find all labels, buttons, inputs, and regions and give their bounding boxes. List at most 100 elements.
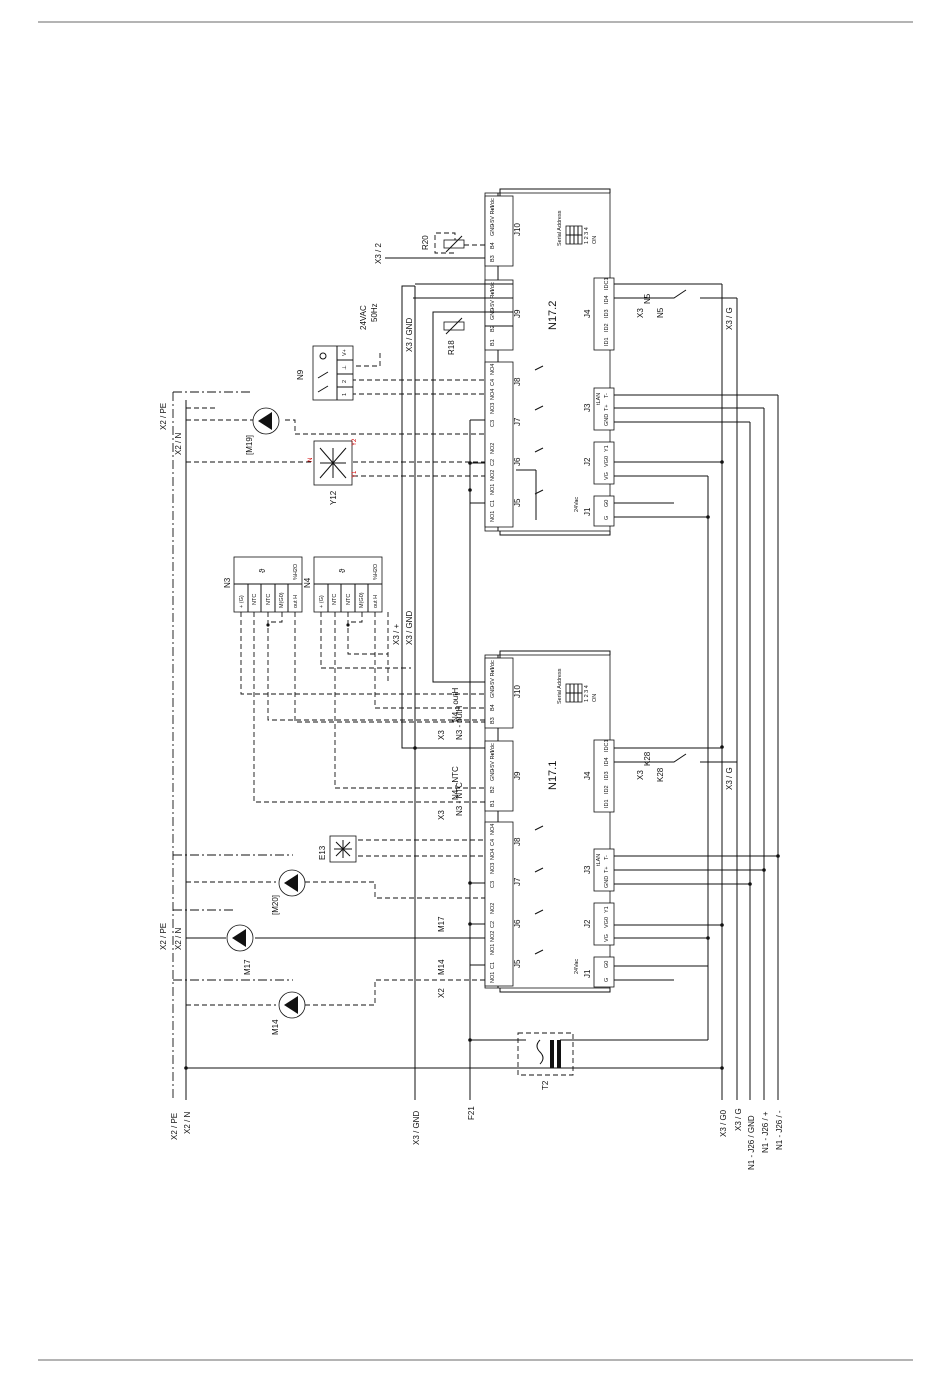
connector-label: J3: [583, 865, 592, 874]
pin: GND: [490, 769, 496, 781]
terminal-label: X3 / GND: [412, 1111, 421, 1145]
vac-label: 24Vac: [574, 959, 580, 974]
pin: B2: [490, 325, 496, 332]
pin: G: [604, 978, 610, 982]
pin: ID4: [604, 295, 610, 304]
x3-gnd-top: X3 / GND: [405, 318, 414, 352]
connector-label: J5: [513, 959, 522, 968]
n4-pin: NTC: [346, 594, 352, 605]
x3-g-mid: X3 / G: [725, 767, 734, 790]
label-m17: M17: [243, 959, 252, 975]
connector-label: J1: [583, 969, 592, 978]
pin: +Vdc: [490, 743, 496, 756]
n3-pin: NTC: [252, 594, 258, 605]
pin: C2: [490, 459, 496, 466]
n3-rh: %H2O: [293, 563, 299, 580]
pin: NO4: [490, 849, 496, 860]
pin: ID1: [604, 799, 610, 808]
valve-y12: [313, 440, 353, 486]
pin: NO2: [490, 470, 496, 481]
pin: +5V Ref: [490, 751, 496, 771]
pin: C3: [490, 420, 496, 427]
resistor-r20: [443, 235, 465, 253]
pin: +Vdc: [490, 660, 496, 673]
connector-label: J1: [583, 507, 592, 516]
pin: B3: [490, 717, 496, 724]
x3-plus: X3 / +: [392, 624, 401, 645]
terminal-label: X3 / G0: [719, 1109, 728, 1137]
pin: ID2: [604, 323, 610, 332]
pin: B2: [490, 786, 496, 793]
controller-n17-1: [484, 654, 615, 989]
label-n9: N9: [296, 369, 305, 380]
label-m19: [M19]: [245, 435, 254, 455]
connector-label: J7: [513, 877, 522, 886]
pin: NO2: [490, 903, 496, 914]
pin: NO3: [490, 403, 496, 414]
pin: G0: [604, 961, 610, 968]
terminal-label: N1 - J26 / GND: [747, 1115, 756, 1170]
pin: IDC1: [604, 277, 610, 290]
terminal-label: X3 / G: [734, 1108, 743, 1131]
pin: ID2: [604, 785, 610, 794]
x3-n5: X3: [636, 308, 645, 318]
n4-sym: ϑ: [338, 568, 347, 573]
serial-nums: 1 2 3 4: [584, 227, 590, 244]
connector-label: J6: [513, 457, 522, 466]
actuator-wires: [173, 352, 722, 1069]
label-r18: R18: [447, 340, 456, 355]
pin: NO4: [490, 364, 496, 375]
connector-label: J4: [583, 309, 592, 318]
pin: +5V Ref: [490, 206, 496, 226]
connector-label: J7: [513, 417, 522, 426]
pin: NO1: [490, 511, 496, 522]
n4-pin: NTC: [332, 594, 338, 605]
wires-bottom: [401, 285, 778, 993]
pin: ID1: [604, 337, 610, 346]
resistor-r18: [443, 317, 465, 335]
connector-label: J3: [583, 403, 592, 412]
pin: VG0: [604, 917, 610, 928]
x3-outh: X3: [437, 730, 446, 740]
pin: VG: [604, 934, 610, 942]
vac-label: 24Vac: [574, 497, 580, 512]
controller-n17-2: [484, 192, 615, 532]
pin: C4: [490, 839, 496, 846]
pin: T-: [604, 855, 610, 860]
x3-g-top: X3 / G: [725, 307, 734, 330]
n3-sym: ϑ: [258, 568, 267, 573]
k28-b: K28: [656, 767, 665, 782]
pin: +Vdc: [490, 282, 496, 295]
n3-pin: M(G0): [279, 592, 285, 608]
x2-relays: X2: [437, 988, 446, 998]
n3-pin: out H: [293, 595, 299, 608]
n9-pin: 2: [342, 380, 348, 383]
pin: Y1: [604, 445, 610, 452]
x2-n-top: X2 / N: [174, 433, 183, 455]
x3-gnd-mid: X3 / GND: [405, 611, 414, 645]
serial-nums: 1 2 3 4: [584, 685, 590, 702]
pin: C3: [490, 881, 496, 888]
n9-supply: 50Hz: [370, 303, 379, 322]
label-t2: T2: [541, 1080, 550, 1090]
device-n9: [312, 345, 354, 401]
serial-label: Serial Address: [557, 210, 563, 246]
x3-2: X3 / 2: [374, 243, 383, 264]
connector-label: J2: [583, 919, 592, 928]
pin: G: [604, 516, 610, 520]
pump-m20: [278, 869, 306, 897]
pin: T+: [604, 404, 610, 411]
pin: C1: [490, 962, 496, 969]
n9-pin: 1: [342, 393, 348, 396]
pin: GND: [490, 308, 496, 320]
terminal-label: N1 - J26 / +: [761, 1111, 770, 1153]
pin: C4: [490, 379, 496, 386]
pin: NO1: [490, 944, 496, 955]
tlan-label: tLAN: [596, 393, 602, 405]
pin: GND: [490, 224, 496, 236]
terminal-label: X2 / N: [183, 1112, 192, 1134]
sensor-wires: [240, 612, 485, 803]
heater-e13: [329, 835, 357, 863]
terminal-label: F21: [467, 1106, 476, 1120]
serial-label: Serial Address: [557, 668, 563, 704]
